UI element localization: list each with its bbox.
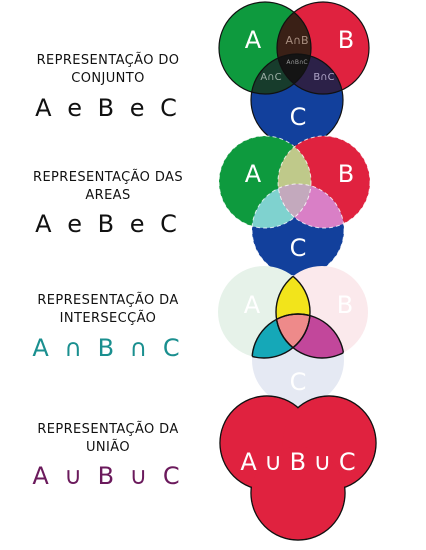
- section-1-heading: REPRESENTAÇÃO DO CONJUNTO: [0, 52, 216, 88]
- venn-diagram-sets: A B C A∩B A∩C B∩C A∩B∩C: [218, 1, 370, 147]
- highlight-bc-region: [276, 314, 344, 358]
- area-a-dashed-outline: [218, 135, 312, 229]
- intersection-bc-label: B∩C: [313, 72, 334, 83]
- section-2-heading-line-2: AREAS: [85, 188, 131, 203]
- area-c-label: C: [290, 234, 307, 262]
- section-4-heading-line-2: UNIÃO: [86, 440, 130, 455]
- intersection-outline-b-in-c: [275, 314, 344, 359]
- section-4-heading-line-1: REPRESENTAÇÃO DA: [37, 422, 179, 437]
- venn-diagram-areas: A B C: [218, 135, 371, 277]
- faded-c-label: C: [290, 368, 307, 396]
- section-2-heading-line-1: REPRESENTAÇÃO DAS: [33, 170, 183, 185]
- region-ac: [251, 54, 311, 94]
- faded-a-label: A: [244, 291, 261, 319]
- section-1-formula: A e B e C: [35, 94, 181, 122]
- section-2-formula: A e B e C: [35, 210, 181, 238]
- section-4-formula: A ∪ B ∪ C: [32, 462, 184, 490]
- area-bc-region: [278, 184, 344, 228]
- section-3-formula: A ∩ B ∩ C: [32, 334, 184, 362]
- faded-b-label: B: [337, 291, 353, 319]
- intersection-outline-c-in-b: [276, 313, 345, 358]
- region-bc: [277, 54, 343, 94]
- section-4-heading: REPRESENTAÇÃO DA UNIÃO: [0, 421, 216, 457]
- highlight-ac-region: [252, 314, 310, 358]
- venn-diagram-intersection: A B C: [218, 266, 368, 406]
- set-a-label: A: [245, 26, 262, 54]
- intersection-abc-label: A∩B∩C: [286, 59, 307, 66]
- area-ac-region: [252, 184, 311, 228]
- set-c-label: C: [290, 103, 307, 131]
- section-3-heading-line-2: INTERSECÇÃO: [59, 311, 157, 326]
- venn-diagram-union: A ∪ B ∪ C: [219, 395, 377, 541]
- section-2-heading: REPRESENTAÇÃO DAS AREAS: [0, 169, 216, 205]
- area-a-label: A: [245, 160, 262, 188]
- area-b-label: B: [338, 160, 354, 188]
- section-1-heading-line-1: REPRESENTAÇÃO DO: [36, 53, 180, 68]
- intersection-ab-label: A∩B: [285, 34, 308, 47]
- intersection-outline-a-in-c: [252, 314, 311, 359]
- intersection-outline-b-in-a: [275, 266, 310, 358]
- set-b-outline: [276, 1, 370, 95]
- intersection-ac-label: A∩C: [260, 72, 281, 83]
- section-3-heading: REPRESENTAÇÃO DA INTERSECÇÃO: [0, 292, 216, 328]
- area-b-dashed-outline: [277, 135, 371, 229]
- section-3-heading-line-1: REPRESENTAÇÃO DA: [37, 293, 179, 308]
- section-1-heading-line-2: CONJUNTO: [71, 71, 145, 86]
- set-b-label: B: [338, 26, 354, 54]
- union-fill-c: [251, 446, 345, 540]
- set-a-outline: [218, 1, 312, 95]
- intersection-outline-a-in-b: [276, 266, 311, 358]
- union-label: A ∪ B ∪ C: [240, 448, 355, 476]
